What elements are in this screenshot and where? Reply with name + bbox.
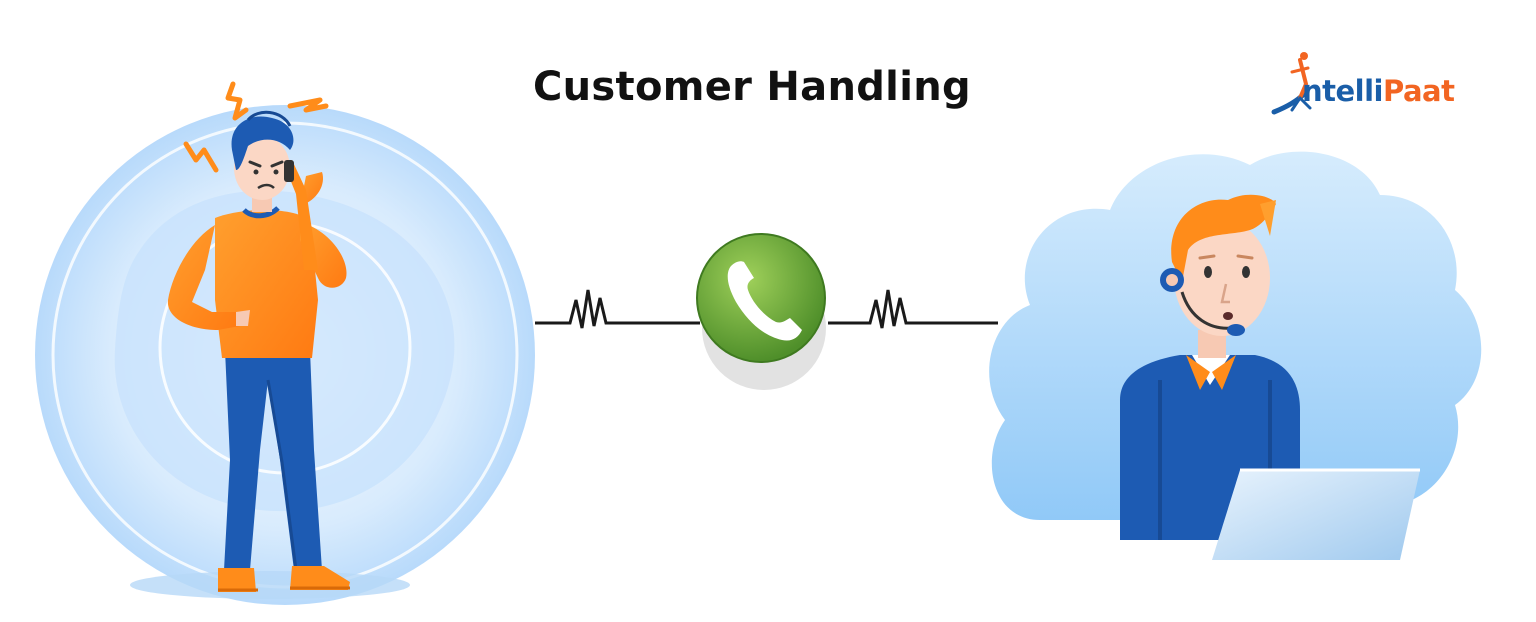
- logo-text-paat: Paat: [1383, 74, 1455, 108]
- logo-figure-icon: [1271, 52, 1312, 115]
- intellipaat-logo: ntelliPaat: [1270, 50, 1480, 120]
- anger-sparks-icon: [183, 81, 329, 173]
- signal-line-left: [535, 289, 700, 329]
- logo-text-intelli: ntelli: [1302, 74, 1384, 108]
- phone-icon: [696, 233, 826, 390]
- agent-cloud: [989, 151, 1482, 529]
- logo-text: ntelliPaat: [1302, 74, 1455, 108]
- customer-figure: [167, 110, 350, 592]
- signal-line-right: [828, 289, 998, 329]
- agent-figure: [1120, 194, 1420, 560]
- page-title: Customer Handling: [533, 64, 971, 110]
